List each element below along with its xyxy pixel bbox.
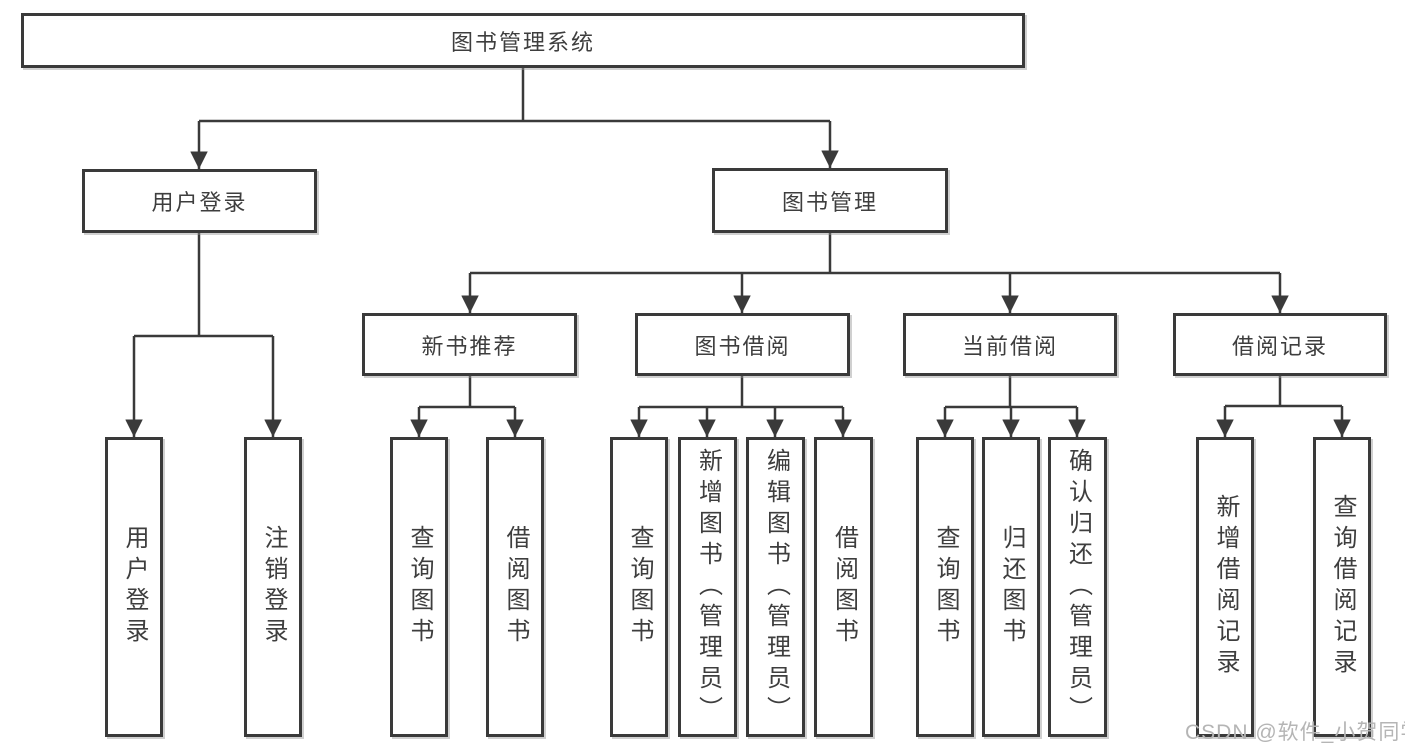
- node-leaf-query-books-recommend: 查询图书: [390, 437, 448, 737]
- node-leaf-add-borrow-record: 新增借阅记录: [1196, 437, 1254, 737]
- node-library-management-system: 图书管理系统: [21, 13, 1025, 68]
- node-label: 编辑图书（管理员）: [762, 447, 790, 727]
- node-label: 借阅图书: [830, 525, 858, 649]
- node-leaf-query-borrow-record: 查询借阅记录: [1313, 437, 1371, 737]
- node-label: 借阅图书: [502, 525, 529, 649]
- node-leaf-borrow-books-recommend: 借阅图书: [486, 437, 544, 737]
- node-leaf-add-books-admin: 新增图书（管理员）: [678, 437, 737, 737]
- node-label: 注销登录: [260, 525, 287, 649]
- node-label: 归还图书: [998, 525, 1025, 649]
- node-label: 新增图书（管理员）: [694, 447, 722, 727]
- node-label: 查询借阅记录: [1329, 494, 1356, 680]
- connector-skeleton: [134, 68, 1342, 409]
- node-leaf-logout: 注销登录: [244, 437, 302, 737]
- node-leaf-borrow-books: 借阅图书: [814, 437, 873, 737]
- node-new-book-recommend: 新书推荐: [362, 313, 577, 376]
- node-label: 确认归还（管理员）: [1064, 447, 1092, 727]
- node-borrowing-records: 借阅记录: [1173, 313, 1387, 376]
- node-label: 查询图书: [626, 525, 653, 649]
- node-label: 新增借阅记录: [1212, 494, 1239, 680]
- node-book-borrowing: 图书借阅: [635, 313, 850, 376]
- node-leaf-user-login: 用户登录: [105, 437, 163, 737]
- csdn-watermark: CSDN @软件_小贺同学: [1185, 721, 1405, 744]
- node-label: 用户登录: [121, 525, 148, 649]
- node-leaf-query-books-borrowing: 查询图书: [610, 437, 668, 737]
- node-label: 查询图书: [932, 525, 959, 649]
- node-leaf-confirm-return-admin: 确认归还（管理员）: [1048, 437, 1107, 737]
- node-book-management: 图书管理: [712, 168, 948, 233]
- node-label: 查询图书: [406, 525, 433, 649]
- node-current-borrowing: 当前借阅: [903, 313, 1117, 376]
- node-user-login: 用户登录: [82, 169, 317, 233]
- node-leaf-return-books: 归还图书: [982, 437, 1040, 737]
- node-leaf-query-books-current: 查询图书: [916, 437, 974, 737]
- node-leaf-edit-books-admin: 编辑图书（管理员）: [746, 437, 805, 737]
